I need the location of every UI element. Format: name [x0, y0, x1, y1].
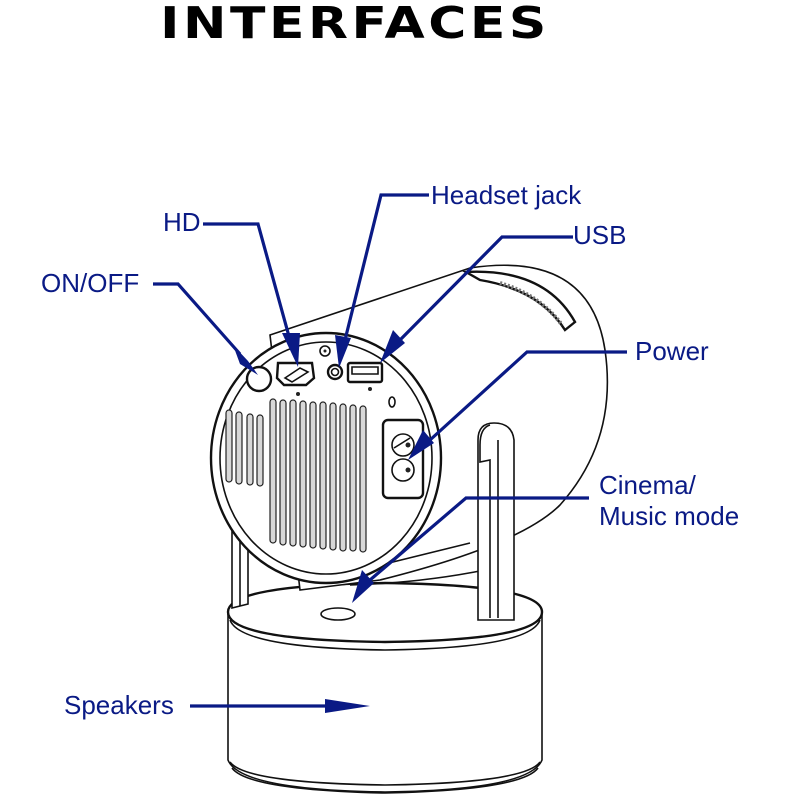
annotation-on-off: ON/OFF — [41, 268, 258, 375]
vent-slot — [256, 414, 264, 487]
vent-slot — [329, 402, 337, 551]
label-on-off: ON/OFF — [41, 268, 139, 298]
rear-panel — [209, 331, 443, 585]
label-hd: HD — [163, 207, 201, 237]
annotation-speakers: Speakers — [64, 690, 370, 720]
annotation-headset-jack: Headset jack — [335, 180, 582, 368]
label-speakers: Speakers — [64, 690, 174, 720]
label-headset-jack: Headset jack — [431, 180, 582, 210]
vent-slot — [339, 403, 347, 552]
right-support-arm — [477, 422, 515, 621]
vent-slot — [235, 411, 243, 485]
vent-slot — [309, 401, 317, 549]
annotation-usb: USB — [380, 220, 626, 363]
mode-button[interactable] — [320, 607, 356, 621]
label-music-mode: Music mode — [599, 501, 739, 531]
vent-slot — [289, 399, 297, 547]
headset-jack[interactable] — [326, 363, 344, 381]
annotation-cinema-music-mode: Cinema/ Music mode — [352, 470, 739, 603]
label-power: Power — [635, 336, 709, 366]
usb-port[interactable] — [346, 361, 384, 391]
power-button[interactable] — [245, 365, 273, 393]
vent-slot — [225, 409, 233, 483]
vent-slot — [279, 399, 287, 546]
annotation-power: Power — [408, 336, 709, 460]
vent-slot — [349, 404, 357, 552]
label-cinema: Cinema/ — [599, 470, 697, 500]
hdmi-port[interactable] — [275, 361, 316, 396]
power-inlet[interactable] — [381, 418, 425, 500]
label-usb: USB — [573, 220, 626, 250]
vent-slot — [246, 413, 254, 486]
annotation-hd: HD — [163, 207, 300, 367]
vent-slot — [269, 398, 277, 544]
page-title: INTERFACES — [160, 0, 550, 49]
vent-slots — [225, 398, 367, 553]
vent-slot — [359, 405, 367, 553]
vent-slot — [299, 400, 307, 548]
speaker-base — [226, 581, 544, 794]
vent-slot — [319, 401, 327, 550]
